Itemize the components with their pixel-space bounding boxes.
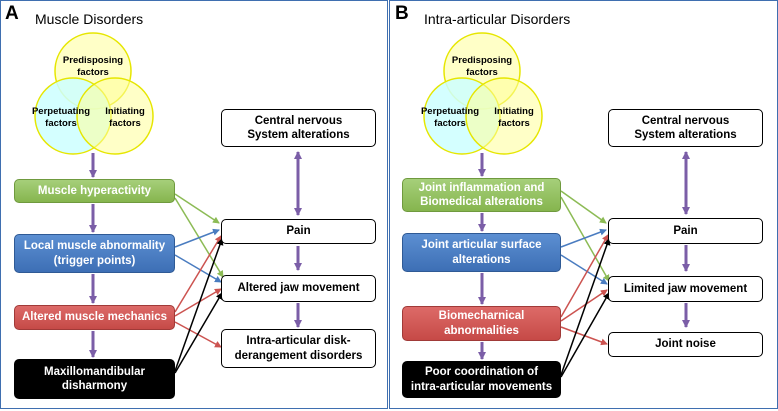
box-biomechanical-abnormalities: Biomecharnical abnormalities <box>402 306 561 341</box>
arrow-black-to-pain <box>560 238 611 376</box>
arrow-black-to-jaw <box>174 292 223 374</box>
panel-a: A Muscle Disorders Predisposing factors … <box>0 0 388 409</box>
arrow-blue-to-pain <box>174 228 220 248</box>
arrow-black-to-jaw <box>560 292 610 378</box>
panel-b-title: Intra-articular Disorders <box>424 11 571 27</box>
venn-label-initiating-2: factors <box>109 118 141 129</box>
arrow-green-to-pain <box>560 190 607 224</box>
arrow-blue-to-jaw <box>560 254 608 285</box>
box-central-nervous-system: Central nervous System alterations <box>608 109 763 147</box>
venn-label-predisposing-2: factors <box>466 67 498 78</box>
box-limited-jaw-movement: Limited jaw movement <box>608 276 763 302</box>
arrow-green-to-jaw <box>560 196 610 282</box>
arrow-green-to-pain <box>174 193 220 224</box>
venn-circle-initiating <box>465 77 543 155</box>
venn-label-predisposing-1: Predisposing <box>63 55 123 66</box>
venn-label-perpetuating-1: Perpetuating <box>32 106 90 117</box>
venn-label-perpetuating-1: Perpetuating <box>421 106 479 117</box>
venn-diagram: Predisposing factors Perpetuating factor… <box>32 32 154 155</box>
venn-label-initiating-1: Initiating <box>105 106 145 117</box>
arrow-red-to-jaw <box>560 289 608 322</box>
box-muscle-hyperactivity: Muscle hyperactivity <box>14 179 175 203</box>
venn-label-predisposing-2: factors <box>77 67 109 78</box>
venn-label-predisposing-1: Predisposing <box>452 55 512 66</box>
panel-a-title: Muscle Disorders <box>35 11 144 27</box>
arrow-blue-to-jaw <box>174 254 222 283</box>
arrow-red-to-pain <box>560 234 609 318</box>
venn-diagram: Predisposing factors Perpetuating factor… <box>421 32 543 155</box>
venn-circle-initiating <box>76 77 154 155</box>
panel-b: B Intra-articular Disorders Predisposing… <box>389 0 778 409</box>
box-altered-muscle-mechanics: Altered muscle mechanics <box>14 305 175 330</box>
venn-label-perpetuating-2: factors <box>434 118 466 129</box>
arrow-red-to-jaw <box>174 288 222 317</box>
venn-label-perpetuating-2: factors <box>45 118 77 129</box>
venn-label-initiating-1: Initiating <box>494 106 534 117</box>
box-joint-inflammation: Joint inflammation and Biomedical altera… <box>402 178 561 212</box>
panel-b-diagram: Predisposing factors Perpetuating factor… <box>421 32 690 378</box>
arrow-black-to-pain <box>174 238 224 372</box>
panel-a-diagram: Predisposing factors Perpetuating factor… <box>32 32 302 374</box>
arrow-red-to-pain <box>174 235 222 313</box>
box-joint-articular-surface: Joint articular surface alterations <box>402 233 561 272</box>
box-disk-derangement: Intra-articular disk- derangement disord… <box>221 329 376 368</box>
box-pain: Pain <box>608 218 763 244</box>
panel-a-letter: A <box>5 3 19 24</box>
venn-label-initiating-2: factors <box>498 118 530 129</box>
box-maxillomandibular-disharmony: Maxillomandibular disharmony <box>14 359 175 399</box>
box-central-nervous-system: Central nervous System alterations <box>221 109 376 147</box>
box-pain: Pain <box>221 219 376 244</box>
arrow-blue-to-pain <box>560 228 607 248</box>
box-local-muscle-abnormality: Local muscle abnormality (trigger points… <box>14 234 175 273</box>
box-poor-coordination: Poor coordination of intra-articular mov… <box>402 361 561 398</box>
panel-b-letter: B <box>395 3 409 24</box>
box-altered-jaw-movement: Altered jaw movement <box>221 275 376 302</box>
box-joint-noise: Joint noise <box>608 332 763 357</box>
